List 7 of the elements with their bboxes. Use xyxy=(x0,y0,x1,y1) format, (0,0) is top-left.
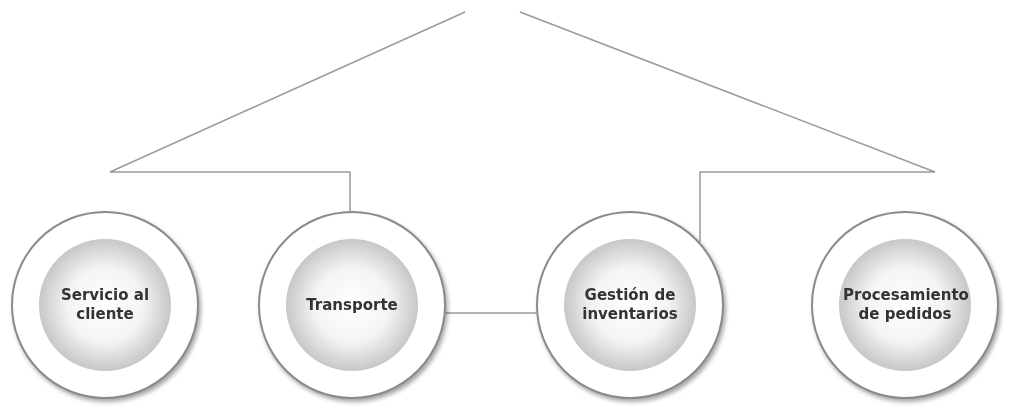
connector-line xyxy=(444,312,538,314)
node-label: Transporte xyxy=(306,295,398,315)
node-label: Procesamiento de pedidos xyxy=(843,286,967,324)
connector-line xyxy=(519,11,936,244)
node-label: Gestión de inventarios xyxy=(581,286,679,324)
node-label: Servicio al cliente xyxy=(59,286,151,324)
connector-line xyxy=(109,11,466,212)
